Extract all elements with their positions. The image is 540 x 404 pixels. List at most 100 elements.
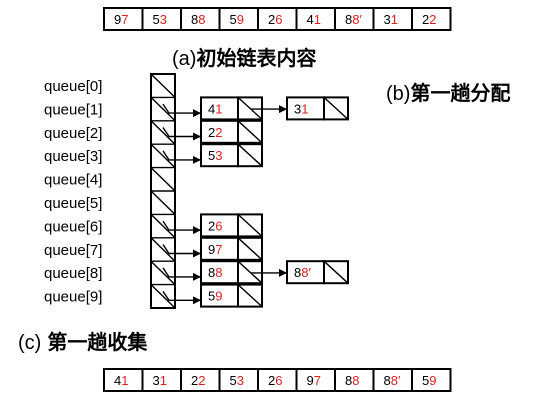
node-value: 53: [208, 148, 222, 163]
tens-digit: 3: [384, 12, 391, 27]
queue-label: queue[8]: [44, 265, 102, 282]
list-value: 59: [230, 12, 244, 27]
tens-digit: 2: [191, 373, 198, 388]
tens-digit: 5: [153, 12, 160, 27]
units-digit: 8: [215, 265, 222, 280]
queue-label: queue[6]: [44, 218, 102, 235]
queue-label: queue[3]: [44, 148, 102, 165]
tens-digit: 5: [230, 12, 237, 27]
node-value: 59: [208, 289, 222, 304]
units-digit: 7: [121, 12, 128, 27]
list-value: 88: [345, 373, 359, 388]
units-digit: 8′: [301, 265, 311, 280]
null-slash: [237, 237, 263, 261]
null-slash: [323, 260, 349, 284]
list-value: 53: [153, 12, 167, 27]
units-digit: 3: [215, 148, 222, 163]
tens-digit: 2: [422, 12, 429, 27]
head-pointer-arrow: [162, 244, 201, 258]
tens-digit: 8: [345, 373, 352, 388]
units-digit: 8: [198, 12, 205, 27]
tens-digit: 9: [114, 12, 121, 27]
head-pointer-arrow: [162, 290, 201, 305]
list-value: 88′: [345, 12, 362, 27]
queue-label: queue[2]: [44, 125, 102, 142]
tens-digit: 5: [208, 148, 215, 163]
units-digit: 2: [198, 373, 205, 388]
units-digit: 1: [301, 101, 308, 116]
list-value: 88: [191, 12, 205, 27]
list-value: 41: [114, 373, 128, 388]
tens-digit: 4: [208, 101, 215, 116]
tens-digit: 3: [294, 101, 301, 116]
node-value: 22: [208, 125, 222, 140]
caption-c-text: 第一趟收集: [47, 330, 148, 354]
head-pointer-arrow: [162, 267, 201, 281]
null-slash: [150, 96, 176, 122]
null-slash: [150, 190, 176, 215]
units-digit: 2: [429, 12, 436, 27]
tens-digit: 4: [307, 12, 314, 27]
units-digit: 6: [275, 12, 282, 27]
queue-label: queue[7]: [44, 242, 102, 259]
head-pointer-arrow: [162, 127, 201, 141]
list-value: 31: [153, 373, 167, 388]
node-value: 97: [208, 242, 222, 257]
null-slash: [150, 260, 176, 286]
queue-labels: queue[0]queue[1]queue[2]queue[3]queue[4]…: [44, 78, 102, 306]
tens-digit: 8: [384, 373, 391, 388]
node-value: 26: [208, 218, 222, 233]
units-digit: 8′: [391, 373, 401, 388]
list-value: 31: [384, 12, 398, 27]
queue-label: queue[9]: [44, 289, 102, 306]
null-slash: [237, 260, 263, 284]
tens-digit: 3: [153, 373, 160, 388]
caption-c: (c)第一趟收集: [18, 330, 148, 354]
null-slash: [150, 120, 176, 145]
queue-label: queue[1]: [44, 101, 102, 118]
null-slash: [150, 284, 176, 309]
list-value: 22: [422, 12, 436, 27]
list-value: 41: [307, 12, 321, 27]
list-value: 53: [230, 373, 244, 388]
tens-digit: 8: [294, 265, 301, 280]
caption-a-prefix: (a): [172, 48, 196, 70]
tens-digit: 5: [230, 373, 237, 388]
list-value: 59: [422, 373, 436, 388]
null-slash: [150, 143, 176, 169]
queue-head-array: [150, 73, 176, 309]
units-digit: 1: [314, 12, 321, 27]
caption-b: (b)第一趟分配: [386, 81, 510, 105]
node-value: 88′: [294, 265, 311, 280]
units-digit: 3: [237, 373, 244, 388]
units-digit: 8′: [352, 12, 362, 27]
units-digit: 7: [215, 242, 222, 257]
units-digit: 9: [429, 373, 436, 388]
head-pointer-arrow: [162, 150, 201, 164]
units-digit: 3: [160, 12, 167, 27]
head-pointer-arrow: [162, 103, 201, 118]
units-digit: 1: [121, 373, 128, 388]
tens-digit: 8: [191, 12, 198, 27]
list-value: 26: [268, 12, 282, 27]
node-value: 88: [208, 265, 222, 280]
tens-digit: 9: [208, 242, 215, 257]
tens-digit: 4: [114, 373, 121, 388]
units-digit: 1: [215, 101, 222, 116]
node-value: 41: [208, 101, 222, 116]
tens-digit: 5: [422, 373, 429, 388]
null-slash: [237, 120, 263, 144]
node-value: 31: [294, 101, 308, 116]
queue-label: queue[4]: [44, 172, 102, 189]
units-digit: 9: [215, 289, 222, 304]
null-slash: [150, 167, 176, 192]
tens-digit: 8: [345, 12, 352, 27]
list-value: 22: [191, 373, 205, 388]
units-digit: 1: [160, 373, 167, 388]
queue-label: queue[5]: [44, 195, 102, 212]
tens-digit: 9: [307, 373, 314, 388]
units-digit: 2: [215, 125, 222, 140]
